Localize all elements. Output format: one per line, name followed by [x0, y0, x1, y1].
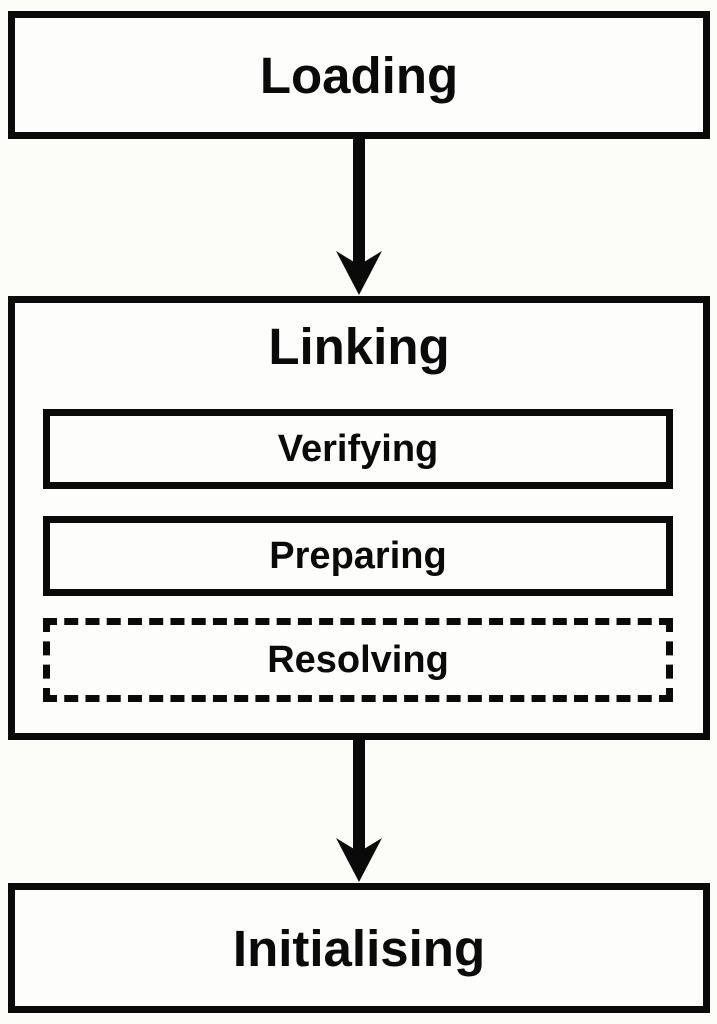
node-initialising: Initialising — [8, 883, 710, 1013]
node-loading: Loading — [8, 11, 710, 139]
node-verifying: Verifying — [43, 409, 673, 489]
node-preparing-label: Preparing — [269, 534, 447, 577]
node-loading-label: Loading — [259, 46, 459, 104]
node-verifying-label: Verifying — [277, 427, 439, 470]
node-preparing: Preparing — [43, 516, 673, 596]
node-initialising-label: Initialising — [232, 919, 486, 977]
node-linking-label: Linking — [268, 318, 450, 375]
arrow-down-icon — [335, 138, 383, 296]
node-resolving-label: Resolving — [267, 638, 449, 681]
node-linking: Linking Verifying Preparing Resolving — [8, 296, 710, 740]
node-resolving: Resolving — [43, 618, 673, 702]
arrow-down-icon — [335, 739, 383, 883]
